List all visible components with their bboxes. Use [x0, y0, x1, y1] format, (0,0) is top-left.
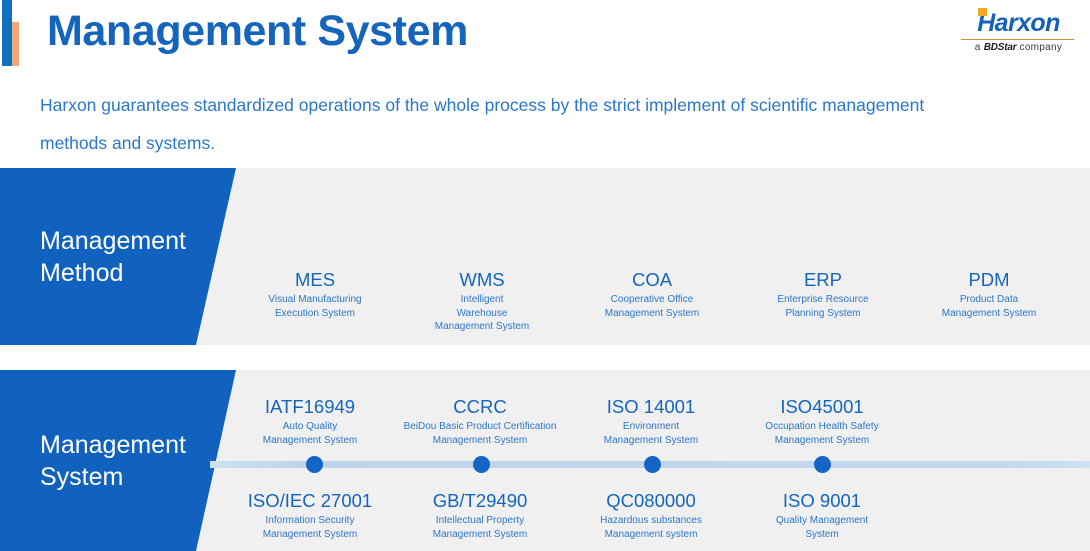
timeline-item-title: GB/T29490: [432, 490, 528, 511]
timeline-item-desc-line: Quality Management: [775, 515, 869, 526]
band-management-method: Management Method MES Visual Manufacturi…: [0, 168, 1090, 423]
timeline-dot-gbt29490[interactable]: [473, 456, 490, 473]
band-label-management-method: Management Method: [0, 168, 236, 345]
timeline-item-desc: Auto Quality Management System: [210, 420, 410, 447]
timeline-item-desc: Intellectual Property Management System: [380, 514, 580, 541]
timeline-item-desc: Occupation Health Safety Management Syst…: [722, 420, 922, 447]
timeline-item-desc-line: Management System: [603, 434, 699, 446]
logo-tagline: a BDStar company: [961, 42, 1076, 53]
timeline-item-desc-line: Management System: [774, 434, 870, 446]
timeline-item-desc: Environment Management System: [551, 420, 751, 447]
band-management-system: Management System IATF16949 Auto Quality…: [0, 370, 1090, 551]
timeline-item-desc-line: BeiDou Basic Product Certification: [403, 421, 557, 432]
timeline-item-iso-9001-text[interactable]: ISO 9001 Quality Management System: [722, 489, 922, 541]
logo-tagline-brand: BDStar: [983, 42, 1017, 53]
timeline-item-iso45001[interactable]: ISO45001 Occupation Health Safety Manage…: [722, 395, 922, 447]
band-label-management-system: Management System: [0, 370, 236, 551]
logo-tagline-prefix: a: [974, 42, 984, 53]
timeline-item-desc-line: Environment: [622, 421, 680, 432]
timeline-item-desc-line: Management System: [434, 321, 530, 332]
timeline-item-iatf16949[interactable]: IATF16949 Auto Quality Management System: [210, 395, 410, 447]
timeline-item-title: ISO 14001: [606, 396, 696, 417]
timeline-item-pdm[interactable]: PDM Product Data Management System: [889, 268, 1089, 320]
timeline-item-desc-line: Management System: [432, 434, 528, 446]
timeline-item-coa[interactable]: COA Cooperative Office Management System: [552, 268, 752, 320]
timeline-item-desc: Product Data Management System: [889, 293, 1089, 320]
timeline-item-title: MES: [294, 269, 336, 290]
timeline-item-title: ISO 9001: [782, 490, 862, 511]
timeline-item-desc-line: Management System: [941, 307, 1037, 319]
timeline-item-wms[interactable]: WMS Intelligent Warehouse Management Sys…: [382, 268, 582, 334]
title-accent-orange-bar: [12, 22, 19, 66]
timeline-item-desc: Cooperative Office Management System: [552, 293, 752, 320]
timeline-item-desc-line: Management System: [604, 307, 700, 319]
timeline-item-qc080000-text[interactable]: QC080000 Hazardous substances Management…: [551, 489, 751, 541]
timeline-item-iso-14001[interactable]: ISO 14001 Environment Management System: [551, 395, 751, 447]
timeline-item-desc: Information Security Management System: [210, 514, 410, 541]
timeline-item-desc: Intelligent Warehouse Management System: [382, 293, 582, 334]
intro-paragraph: Harxon guarantees standardized operation…: [40, 95, 925, 153]
timeline-item-mes[interactable]: MES Visual Manufacturing Execution Syste…: [215, 268, 415, 320]
title-accent-blue-bar: [2, 0, 12, 66]
timeline-item-ccrc[interactable]: CCRC BeiDou Basic Product Certification …: [380, 395, 580, 447]
timeline-item-title: CCRC: [453, 396, 507, 417]
timeline-item-desc: Quality Management System: [722, 514, 922, 541]
timeline-item-title: ISO45001: [780, 396, 864, 417]
timeline-item-desc-line: System: [805, 528, 839, 540]
timeline-item-title: ISO/IEC 27001: [247, 490, 373, 511]
timeline-item-desc-line: Warehouse: [456, 307, 508, 319]
logo-tagline-suffix: company: [1016, 42, 1063, 53]
timeline-item-desc-line: Occupation Health Safety: [765, 421, 879, 432]
timeline-item-desc: Hazardous substances Management system: [551, 514, 751, 541]
timeline-item-desc-line: Enterprise Resource: [777, 294, 869, 305]
logo-orange-square-icon: [978, 8, 988, 16]
timeline-item-desc-line: Intellectual Property: [435, 515, 525, 526]
timeline-dot-iso-9001[interactable]: [814, 456, 831, 473]
timeline-item-desc-line: Cooperative Office: [610, 294, 694, 305]
timeline-item-desc-line: Auto Quality: [282, 421, 338, 432]
logo-wordmark: Harxon: [977, 8, 1060, 37]
timeline-dot-qc080000[interactable]: [644, 456, 661, 473]
timeline-item-desc-line: Planning System: [785, 307, 861, 319]
band1-label-line2: Method: [40, 258, 124, 287]
timeline-item-desc: Visual Manufacturing Execution System: [215, 293, 415, 320]
logo-wordmark-text: Harxon: [977, 9, 1060, 37]
timeline-dot-iso-iec-27001[interactable]: [306, 456, 323, 473]
timeline-item-desc-line: Management system: [604, 528, 698, 540]
timeline-item-title: ERP: [803, 269, 843, 290]
timeline-item-desc: Enterprise Resource Planning System: [723, 293, 923, 320]
timeline-item-desc-line: Intelligent: [460, 294, 504, 305]
timeline-item-desc-line: Management System: [262, 434, 358, 446]
timeline-item-desc-line: Management System: [262, 528, 358, 540]
timeline-item-desc-line: Product Data: [959, 294, 1019, 305]
timeline-item-erp[interactable]: ERP Enterprise Resource Planning System: [723, 268, 923, 320]
page-title: Management System: [47, 7, 468, 55]
timeline-item-gbt29490-text[interactable]: GB/T29490 Intellectual Property Manageme…: [380, 489, 580, 541]
timeline-item-title: COA: [631, 269, 673, 290]
band2-label-line2: System: [40, 462, 124, 491]
band1-label-line1: Management: [40, 226, 186, 255]
timeline-item-desc-line: Information Security: [265, 515, 355, 526]
timeline-item-desc: BeiDou Basic Product Certification Manag…: [380, 420, 580, 447]
timeline-item-desc-line: Execution System: [274, 307, 356, 319]
timeline-item-desc-line: Hazardous substances: [600, 515, 702, 526]
timeline-item-iso-iec-27001-text[interactable]: ISO/IEC 27001 Information Security Manag…: [210, 489, 410, 541]
timeline-item-title: PDM: [968, 269, 1010, 290]
timeline-item-title: QC080000: [606, 490, 696, 511]
logo-divider: [961, 39, 1074, 40]
timeline-item-title: WMS: [459, 269, 505, 290]
band2-label-line1: Management: [40, 430, 186, 459]
harxon-logo: Harxon a BDStar company: [961, 8, 1076, 53]
timeline-item-desc-line: Management System: [432, 528, 528, 540]
timeline-item-title: IATF16949: [264, 396, 356, 417]
timeline-item-desc-line: Visual Manufacturing: [268, 294, 362, 305]
